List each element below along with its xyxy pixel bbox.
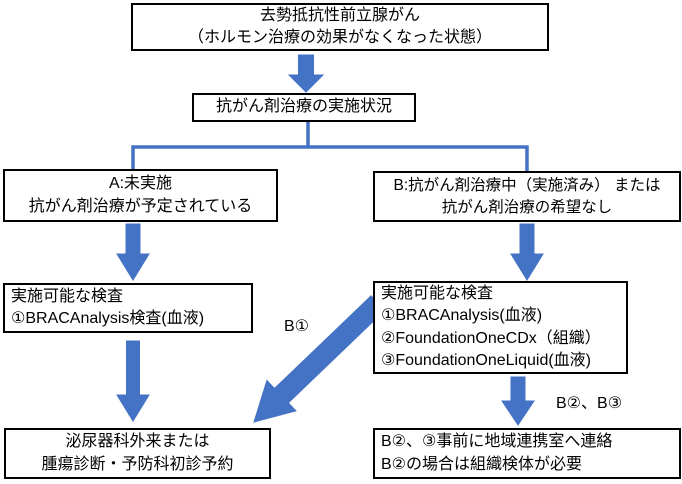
arrow-down-testsb-to-destright <box>501 376 535 426</box>
node-branch-b: B:抗がん剤治療中（実施済み） または 抗がん剤治療の希望なし <box>373 171 681 222</box>
node-dest-right-line1: B②、③事前に地域連携室へ連絡 <box>381 433 613 451</box>
node-dest-left-line1: 泌尿器科外来または <box>65 433 210 451</box>
arrow-down-brancha-to-testsa <box>116 223 150 281</box>
node-tests-a-line1: 実施可能な検査 <box>11 287 124 305</box>
arrow-down-testsa-to-destleft <box>116 340 150 422</box>
node-dest-right-line2: B②の場合は組織検体が必要 <box>381 455 583 473</box>
node-tests-a-line2: ①BRACAnalysis検査(血液) <box>11 310 205 327</box>
arrow-down-crpc-to-status <box>287 54 325 93</box>
node-tests-b: 実施可能な検査 ①BRACAnalysis(血液) ②FoundationOne… <box>373 281 628 374</box>
node-branch-b-line1: B:抗がん剤治療中（実施済み） または <box>393 176 661 194</box>
node-tests-b-line1: 実施可能な検査 <box>381 284 494 302</box>
branch-connector-line <box>131 121 529 172</box>
node-branch-a-line1: A:未実施 <box>108 175 173 193</box>
node-dest-right: B②、③事前に地域連携室へ連絡 B②の場合は組織検体が必要 <box>373 428 681 479</box>
node-crpc: 去勢抵抗性前立腺がん （ホルモン治療の効果がなくなった状態） <box>131 3 549 51</box>
arrow-diagonal-testsb-to-destleft <box>253 295 386 423</box>
node-tests-b-line2: ①BRACAnalysis(血液) <box>381 307 543 325</box>
edge-label-b2-b3: B②、B③ <box>556 395 623 412</box>
edge-label-b1: B① <box>284 318 310 335</box>
node-branch-b-line2: 抗がん剤治療の希望なし <box>441 198 613 216</box>
node-branch-a: A:未実施 抗がん剤治療が予定されている <box>3 169 278 222</box>
node-tests-b-line4: ③FoundationOneLiquid(血液) <box>381 351 592 369</box>
node-branch-a-line2: 抗がん剤治療が予定されている <box>28 197 253 215</box>
node-chemo-status: 抗がん剤治療の実施状況 <box>192 93 416 122</box>
node-dest-left: 泌尿器科外来または 腫瘍診断・予防科初診予約 <box>4 428 271 479</box>
node-tests-b-line3: ②FoundationOneCDx（組織） <box>381 329 601 347</box>
node-tests-a: 実施可能な検査 ①BRACAnalysis検査(血液) <box>3 283 253 333</box>
node-chemo-status-line1: 抗がん剤治療の実施状況 <box>215 98 392 116</box>
node-crpc-line2: （ホルモン治療の効果がなくなった状態） <box>187 29 492 46</box>
node-dest-left-line2: 腫瘍診断・予防科初診予約 <box>41 455 234 473</box>
arrow-down-branchb-to-testsb <box>510 223 544 281</box>
node-crpc-line1: 去勢抵抗性前立腺がん <box>259 6 420 24</box>
